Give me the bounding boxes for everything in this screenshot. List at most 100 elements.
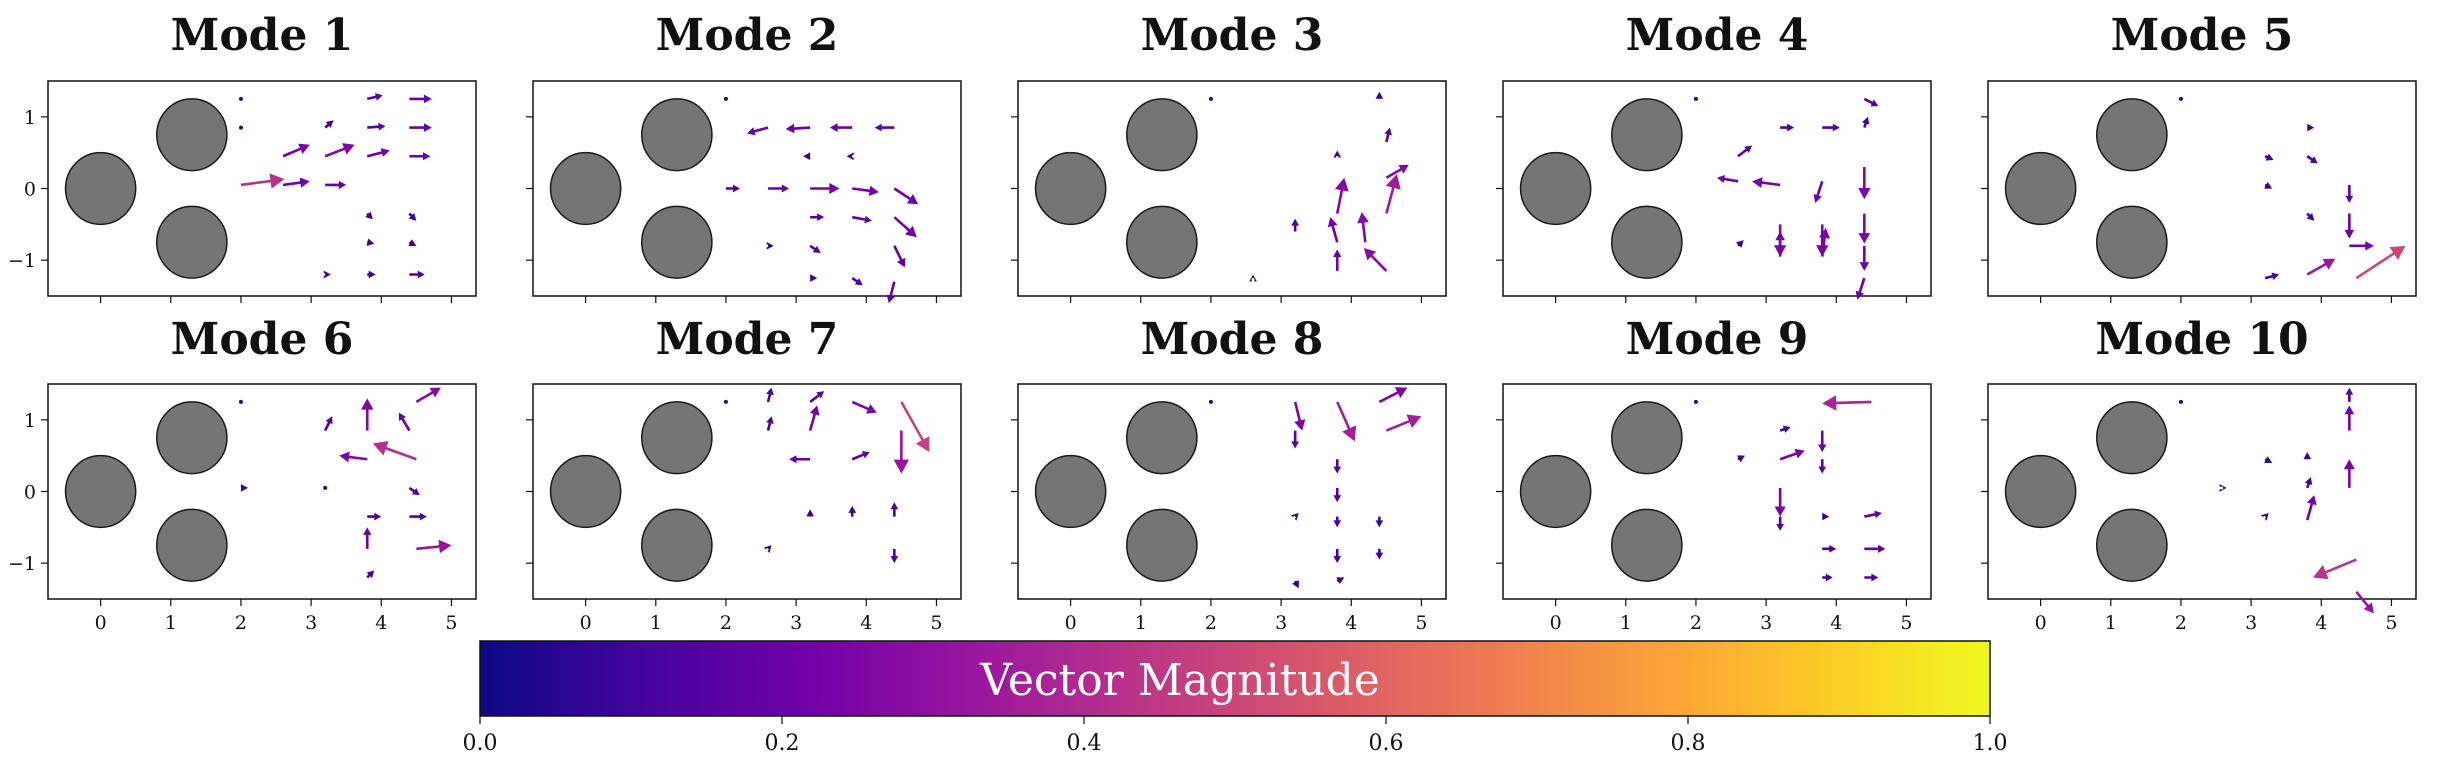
colorbar-tick-label: 0.4 bbox=[1067, 731, 1102, 756]
quiver-arrow bbox=[1779, 425, 1791, 433]
panel-mode-4: Mode 4 bbox=[1496, 10, 1932, 303]
cylinder bbox=[1611, 401, 1683, 475]
quiver-arrow bbox=[409, 94, 432, 104]
quiver-arrow bbox=[1822, 573, 1833, 582]
panel-mode-3: Mode 3 bbox=[1011, 10, 1447, 303]
cylinder bbox=[641, 508, 713, 582]
quiver-arrow bbox=[1819, 227, 1831, 257]
quiver-arrow bbox=[1363, 247, 1388, 272]
quiver-arrow bbox=[1375, 548, 1384, 560]
x-tick-label: 4 bbox=[1830, 612, 1842, 634]
quiver-arrow bbox=[893, 430, 910, 474]
quiver-arrow bbox=[900, 401, 930, 453]
quiver-arrow bbox=[1292, 580, 1300, 589]
x-tick-label: 2 bbox=[1690, 612, 1702, 634]
quiver-arrow bbox=[366, 93, 383, 101]
quiver-arrow bbox=[372, 441, 417, 461]
quiver-arrow bbox=[2178, 96, 2183, 101]
quiver-arrow bbox=[2261, 513, 2269, 521]
quiver-arrow bbox=[893, 216, 917, 238]
quiver-arrow bbox=[323, 270, 331, 279]
quiver-arrow bbox=[240, 484, 248, 492]
quiver-arrow bbox=[339, 451, 368, 463]
cylinder bbox=[1611, 508, 1683, 582]
quiver-arrow bbox=[1333, 459, 1342, 474]
quiver-arrow bbox=[2219, 484, 2227, 492]
quiver-arrow bbox=[2306, 212, 2315, 221]
quiver-arrow bbox=[809, 244, 821, 253]
quiver-arrow bbox=[846, 152, 854, 161]
quiver-arrow bbox=[852, 215, 872, 224]
quiver-arrow bbox=[766, 241, 774, 250]
quiver-arrow bbox=[1293, 401, 1306, 431]
quiver-arrow bbox=[1818, 430, 1827, 453]
quiver-arrow bbox=[1864, 510, 1882, 519]
x-tick-label: 0 bbox=[2035, 612, 2047, 634]
quiver-arrow bbox=[2264, 272, 2280, 280]
x-tick-label: 3 bbox=[790, 612, 802, 634]
quiver-arrow bbox=[1336, 577, 1345, 585]
quiver-arrow bbox=[1384, 127, 1392, 143]
quiver-arrow bbox=[408, 486, 420, 496]
quiver-arrow bbox=[2345, 184, 2354, 203]
quiver-arrow bbox=[1775, 231, 1785, 257]
cylinder bbox=[2096, 401, 2168, 475]
quiver-arrow bbox=[1752, 177, 1781, 188]
x-tick-label: 5 bbox=[445, 612, 457, 634]
quiver-arrow bbox=[1249, 274, 1257, 282]
quiver-arrow bbox=[810, 182, 840, 195]
quiver-arrow bbox=[324, 143, 355, 158]
quiver-arrow bbox=[1375, 91, 1384, 99]
quiver-arrow bbox=[852, 185, 879, 196]
quiver-arrow bbox=[890, 548, 899, 564]
panel-title: Mode 3 bbox=[1141, 10, 1324, 61]
quiver-arrow bbox=[238, 96, 243, 101]
quiver-arrow bbox=[2264, 456, 2273, 464]
cylinder bbox=[1519, 454, 1592, 529]
x-tick-label: 2 bbox=[235, 612, 247, 634]
quiver-arrow bbox=[1357, 212, 1369, 243]
panel-title: Mode 8 bbox=[1141, 314, 1324, 365]
x-tick-label: 2 bbox=[1205, 612, 1217, 634]
quiver-arrow bbox=[1816, 224, 1829, 257]
quiver-arrow bbox=[238, 399, 243, 404]
quiver-arrow bbox=[766, 387, 774, 403]
quiver-arrow bbox=[324, 120, 334, 129]
quiver-arrow bbox=[408, 212, 417, 221]
colorbar-tick-label: 0.0 bbox=[463, 731, 498, 756]
quiver-arrow bbox=[785, 123, 811, 134]
x-tick-label: 3 bbox=[305, 612, 317, 634]
cylinder bbox=[1126, 98, 1198, 172]
x-tick-label: 3 bbox=[2245, 612, 2257, 634]
y-tick-label: −1 bbox=[8, 553, 36, 575]
y-tick-label: −1 bbox=[8, 250, 36, 272]
quiver-arrow bbox=[2349, 241, 2374, 251]
quiver-arrow bbox=[409, 152, 431, 161]
quiver-arrow bbox=[2344, 405, 2355, 431]
quiver-arrow bbox=[238, 125, 243, 130]
panel-mode-5: Mode 5 bbox=[1981, 10, 2417, 303]
panel-title: Mode 2 bbox=[656, 10, 839, 61]
x-tick-label: 4 bbox=[1345, 612, 1357, 634]
quiver-arrow bbox=[1862, 116, 1870, 128]
x-tick-label: 1 bbox=[1135, 612, 1147, 634]
quiver-arrow bbox=[2303, 452, 2312, 460]
panel-mode-1: Mode 110−1 bbox=[8, 10, 477, 303]
cylinder bbox=[1126, 205, 1198, 279]
colorbar-tick-label: 0.8 bbox=[1671, 731, 1706, 756]
quiver-arrow bbox=[803, 152, 811, 161]
x-tick-label: 3 bbox=[1760, 612, 1772, 634]
x-tick-label: 1 bbox=[165, 612, 177, 634]
quiver-arrow bbox=[1859, 245, 1870, 271]
panel-title: Mode 5 bbox=[2111, 10, 2294, 61]
colorbar-gradient bbox=[479, 640, 1991, 717]
quiver-arrow bbox=[2355, 245, 2406, 280]
cylinder bbox=[1519, 151, 1592, 226]
quiver-arrow bbox=[409, 270, 425, 279]
quiver-arrow bbox=[1858, 213, 1871, 244]
quiver-arrow bbox=[2344, 213, 2355, 239]
quiver-arrow bbox=[1385, 174, 1401, 214]
cylinder bbox=[2004, 151, 2077, 226]
